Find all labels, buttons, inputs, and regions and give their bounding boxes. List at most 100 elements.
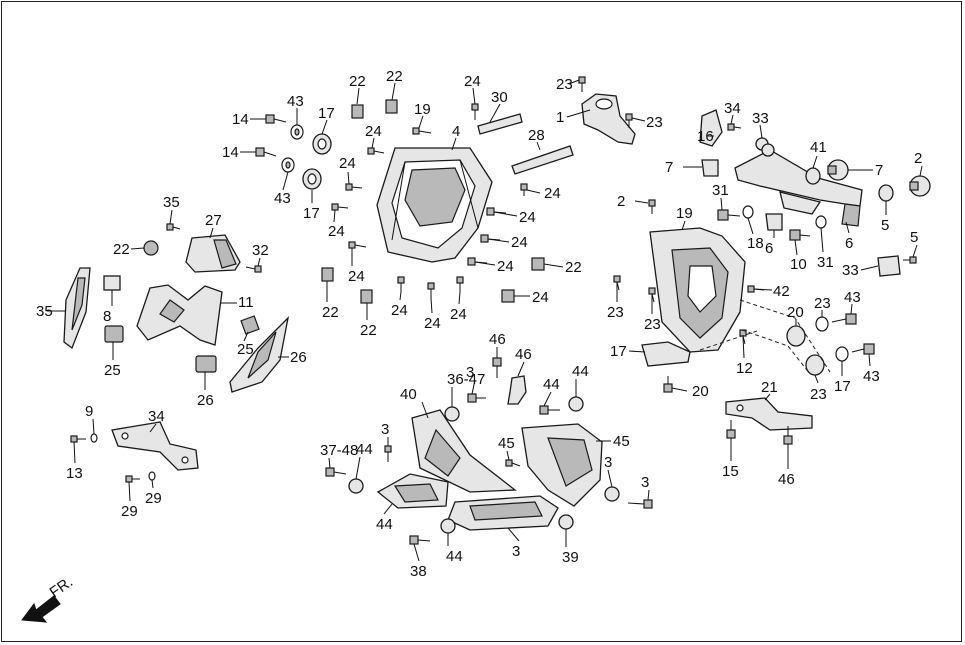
callout-leader-2 xyxy=(919,165,923,177)
bracket-1-part xyxy=(581,93,636,145)
callout-label-43: 43 xyxy=(287,93,304,110)
callout-label-42: 42 xyxy=(773,283,790,300)
bolt-44b xyxy=(467,393,486,403)
callout-leader-5 xyxy=(912,244,918,258)
callout-leader-37-48 xyxy=(328,457,331,469)
callout-label-25: 25 xyxy=(237,341,254,358)
callout-label-7: 7 xyxy=(875,162,883,179)
callout-label-24: 24 xyxy=(391,302,408,319)
bolt-45b xyxy=(505,459,521,467)
callout-leader-33 xyxy=(860,265,879,271)
callout-label-11: 11 xyxy=(238,294,254,311)
bolt-35b xyxy=(245,265,262,273)
callout-label-4: 4 xyxy=(452,123,460,140)
callout-label-38: 38 xyxy=(410,563,427,580)
side-panel-left-part xyxy=(63,267,91,350)
callout-label-22: 22 xyxy=(386,68,403,85)
callout-leader-44 xyxy=(355,456,361,480)
callout-label-32: 32 xyxy=(252,242,269,259)
callout-leader-23 xyxy=(631,117,646,122)
bracket-42-part xyxy=(877,255,901,277)
bolt-24j xyxy=(397,276,405,292)
callout-label-35: 35 xyxy=(163,194,180,211)
callout-leader-3 xyxy=(471,379,476,395)
front-direction-arrow-icon: FR. xyxy=(21,573,76,623)
under-cover-38-part xyxy=(376,473,449,509)
callout-leader-42 xyxy=(753,288,773,291)
callout-leader-44 xyxy=(383,503,393,515)
bolt-24e xyxy=(348,241,367,249)
callout-label-26: 26 xyxy=(290,349,307,366)
callout-leader-3 xyxy=(507,527,520,542)
damper-7b xyxy=(909,175,931,197)
callout-label-33: 33 xyxy=(842,262,859,279)
callout-leader-24 xyxy=(526,189,541,194)
callout-label-44: 44 xyxy=(572,363,589,380)
callout-label-22: 22 xyxy=(565,259,582,276)
callout-leader-24 xyxy=(333,209,336,223)
callout-label-23: 23 xyxy=(814,295,831,312)
callout-leader-30 xyxy=(489,103,501,123)
callout-label-29: 29 xyxy=(145,490,162,507)
callout-label-46: 46 xyxy=(515,346,532,363)
washer-34b xyxy=(148,471,156,481)
callout-leader-43 xyxy=(282,171,289,191)
callout-leader-33 xyxy=(759,124,763,139)
bolt-23a xyxy=(578,76,586,92)
callout-leader-2 xyxy=(634,200,649,204)
callout-label-33: 33 xyxy=(752,110,769,127)
speed-nut-22e xyxy=(531,257,545,271)
washer-6a xyxy=(742,205,754,219)
callout-label-3: 3 xyxy=(466,364,474,381)
callout-label-29: 29 xyxy=(121,503,138,520)
bolt-20b xyxy=(851,343,875,355)
callout-leader-3 xyxy=(647,489,650,501)
callout-leader-12 xyxy=(742,335,745,359)
callout-label-3: 3 xyxy=(641,474,649,491)
callout-label-23: 23 xyxy=(644,316,661,333)
callout-leader-29 xyxy=(151,479,154,489)
callout-label-12: 12 xyxy=(736,360,753,377)
bolt-24i xyxy=(520,183,528,196)
callout-label-6: 6 xyxy=(845,235,853,252)
nut-3e xyxy=(440,518,456,534)
bolt-5b xyxy=(789,229,811,241)
lower-cowl-right-part xyxy=(521,423,603,507)
callout-label-24: 24 xyxy=(497,258,514,275)
callout-label-24: 24 xyxy=(365,123,382,140)
callout-label-39: 39 xyxy=(562,549,579,566)
callout-leader-38 xyxy=(413,543,420,562)
callout-leader-46 xyxy=(517,361,525,377)
callout-leader-28 xyxy=(536,141,541,151)
callout-label-20: 20 xyxy=(787,304,804,321)
callout-leader-19 xyxy=(418,115,424,129)
bolt-24l xyxy=(456,276,464,292)
callout-label-1: 1 xyxy=(556,109,564,126)
strip-parts xyxy=(477,113,574,175)
callout-leader-24 xyxy=(347,171,350,185)
callout-leader-23 xyxy=(814,374,819,384)
callout-label-18: 18 xyxy=(747,235,764,252)
callout-label-44: 44 xyxy=(376,516,393,533)
bolt-5a xyxy=(717,209,741,221)
callout-label-21: 21 xyxy=(761,379,778,396)
callout-leader-24 xyxy=(399,291,402,301)
callout-leader-23 xyxy=(568,79,580,85)
callout-label-36-47: 36-47 xyxy=(447,371,485,388)
stay-15-part xyxy=(725,397,813,431)
bolt-24h xyxy=(467,257,488,266)
callout-leader-24 xyxy=(458,291,461,305)
callout-label-26: 26 xyxy=(197,392,214,409)
bolt-14b xyxy=(255,147,277,157)
callout-label-16: 16 xyxy=(697,128,714,145)
lower-cowl-left-part xyxy=(411,409,517,493)
nut-3c xyxy=(348,478,364,494)
callout-leader-13 xyxy=(73,441,76,464)
stay-bracket-part xyxy=(111,421,199,471)
bracket-41-part xyxy=(699,109,723,147)
callout-label-41: 41 xyxy=(810,139,827,156)
callout-label-23: 23 xyxy=(810,386,827,403)
callout-label-24: 24 xyxy=(450,306,467,323)
